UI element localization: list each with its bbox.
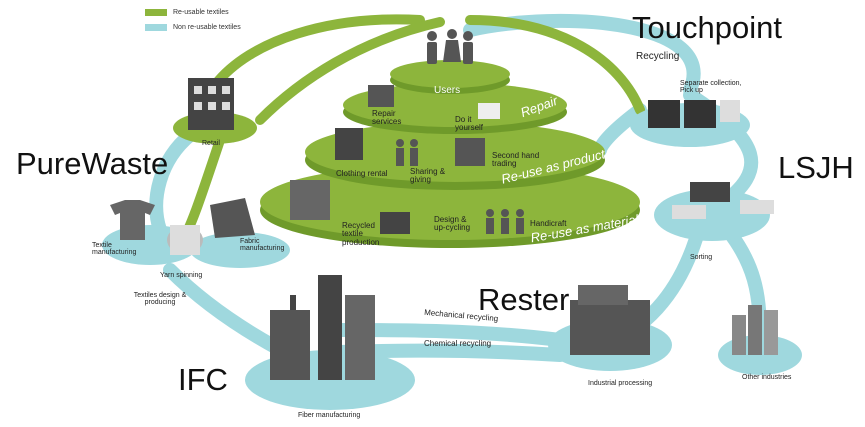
label-lsjh: LSJH [778, 150, 854, 185]
item-sharing-giving: Sharing & giving [410, 167, 446, 185]
item-recycled-textile: Recycled textile production [342, 221, 380, 247]
legend-swatch-nonreusable [145, 24, 167, 31]
legend-label-reusable: Re-usable textiles [173, 9, 229, 16]
node-chemical-recycling: Chemical recycling [424, 339, 492, 348]
node-fiber-manufacturing: Fiber manufacturing [298, 412, 361, 419]
tier-stack [260, 60, 640, 248]
legend-item-nonreusable: Non re-usable textiles [145, 24, 241, 31]
illustrations [110, 29, 778, 380]
label-rester: Rester [478, 282, 570, 317]
node-recycling: Recycling [636, 51, 680, 62]
node-sorting: Sorting [690, 254, 713, 261]
label-purewaste: PureWaste [16, 146, 169, 181]
legend-item-reusable: Re-usable textiles [145, 9, 229, 16]
item-clothing-rental: Clothing rental [336, 169, 388, 178]
item-do-it-yourself: Do it yourself [455, 115, 484, 133]
node-yarn-spinning: Yarn spinning [160, 272, 203, 279]
legend-swatch-reusable [145, 9, 167, 16]
node-industrial-processing: Industrial processing [588, 380, 653, 387]
node-retail: Retail [202, 140, 220, 147]
item-design-upcycling: Design & up-cycling [434, 215, 471, 233]
label-touchpoint: Touchpoint [632, 10, 782, 45]
node-textiles-design: Textiles design & producing [133, 292, 187, 307]
node-other-industries: Other industries [742, 374, 792, 381]
node-textile-manufacturing: Textile manufacturing [92, 242, 137, 257]
label-ifc: IFC [178, 362, 228, 397]
legend-label-nonreusable: Non re-usable textiles [173, 24, 241, 31]
item-repair-services: Repair services [372, 109, 402, 127]
item-second-hand: Second hand trading [492, 151, 540, 169]
item-handicraft: Handicraft [530, 219, 567, 228]
node-fabric-manufacturing: Fabric manufacturing [240, 238, 285, 253]
node-separate-collection: Separate collection, Pick up [680, 80, 742, 95]
tier-users: Users [434, 85, 461, 96]
